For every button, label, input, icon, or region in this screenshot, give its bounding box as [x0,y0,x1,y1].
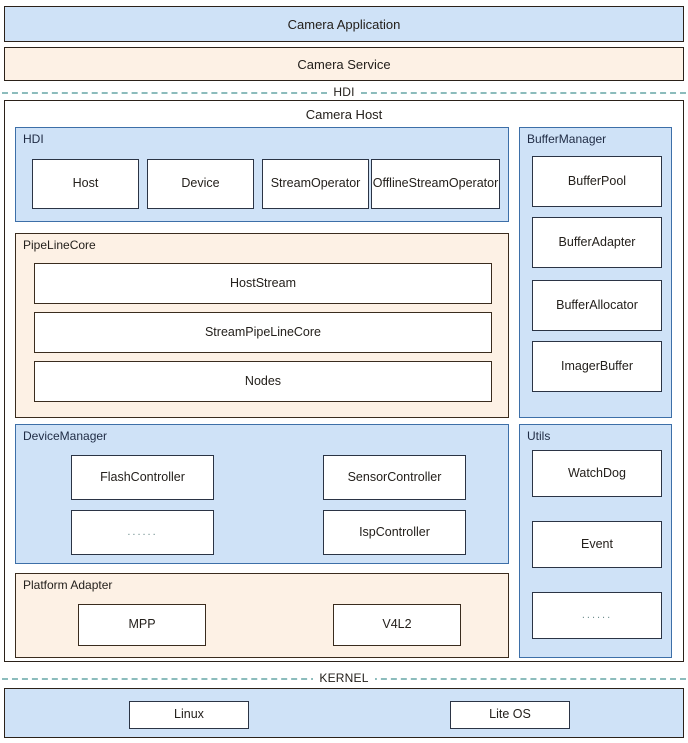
node-device[interactable]: Device [147,159,254,209]
node-nodes[interactable]: Nodes [34,361,492,402]
node-mpp-label: MPP [128,617,156,632]
node-offlinestreamoperator-label: OfflineStreamOperator [372,176,499,191]
divider-hdi: HDI [0,84,688,100]
node-hoststream[interactable]: HostStream [34,263,492,304]
node-streamoperator-label: StreamOperator [270,176,361,191]
node-linux[interactable]: Linux [129,701,249,729]
node-bufferallocator[interactable]: BufferAllocator [532,280,662,331]
group-devicemanager: DeviceManager FlashController SensorCont… [15,424,509,564]
node-imagerbuffer[interactable]: ImagerBuffer [532,341,662,392]
group-platform-adapter: Platform Adapter MPP V4L2 [15,573,509,658]
group-hdi: HDI Host Device StreamOperator OfflineSt… [15,127,509,222]
node-host[interactable]: Host [32,159,139,209]
node-devicemanager-more[interactable]: ...... [71,510,214,555]
group-devicemanager-label: DeviceManager [23,429,108,443]
node-utils-more-label: ...... [581,609,613,622]
group-utils-label: Utils [527,429,551,443]
group-hdi-label: HDI [23,132,44,146]
node-devicemanager-more-label: ...... [127,526,158,539]
node-ispcontroller[interactable]: IspController [323,510,466,555]
node-bufferadapter-label: BufferAdapter [558,234,636,249]
node-utils-more[interactable]: ...... [532,592,662,639]
group-buffermanager: BufferManager BufferPool BufferAdapter B… [519,127,672,418]
group-utils: Utils WatchDog Event ...... [519,424,672,658]
node-streamoperator[interactable]: StreamOperator [262,159,369,209]
layer-camera-application-label: Camera Application [287,16,401,32]
node-bufferallocator-label: BufferAllocator [556,297,638,312]
node-sensorcontroller[interactable]: SensorController [323,455,466,500]
node-offlinestreamoperator[interactable]: OfflineStreamOperator [371,159,500,209]
node-event[interactable]: Event [532,521,662,568]
group-pipelinecore-label: PipeLineCore [23,238,96,252]
node-device-label: Device [181,176,220,191]
node-bufferpool-label: BufferPool [567,173,627,188]
layer-camera-service: Camera Service [4,47,684,81]
layer-camera-service-label: Camera Service [297,56,391,72]
layer-camera-application: Camera Application [4,6,684,42]
camera-host-frame: Camera Host HDI Host Device StreamOperat… [4,100,684,662]
node-sensorcontroller-label: SensorController [347,469,442,484]
node-linux-label: Linux [174,707,204,722]
node-watchdog[interactable]: WatchDog [532,450,662,497]
node-hoststream-label: HostStream [230,275,296,290]
node-streampipelinecore[interactable]: StreamPipeLineCore [34,312,492,353]
node-host-label: Host [72,176,99,191]
divider-kernel-label: KERNEL [313,671,375,685]
group-platform-adapter-label: Platform Adapter [23,578,113,592]
node-ispcontroller-label: IspController [359,524,430,539]
node-flashcontroller-label: FlashController [100,469,185,484]
group-pipelinecore: PipeLineCore HostStream StreamPipeLineCo… [15,233,509,418]
camera-host-title: Camera Host [305,107,383,122]
node-imagerbuffer-label: ImagerBuffer [560,358,634,373]
node-watchdog-label: WatchDog [568,465,626,480]
node-v4l2[interactable]: V4L2 [333,604,461,646]
node-nodes-label: Nodes [244,373,282,388]
layer-kernel: Linux Lite OS [4,688,684,738]
node-bufferpool[interactable]: BufferPool [532,156,662,207]
node-event-label: Event [581,536,613,551]
node-lite-os-label: Lite OS [489,707,531,722]
node-lite-os[interactable]: Lite OS [450,701,570,729]
divider-hdi-label: HDI [327,85,361,99]
group-buffermanager-label: BufferManager [527,132,607,146]
node-mpp[interactable]: MPP [78,604,206,646]
node-v4l2-label: V4L2 [382,617,412,632]
node-streampipelinecore-label: StreamPipeLineCore [204,324,322,339]
divider-kernel: KERNEL [0,670,688,686]
node-flashcontroller[interactable]: FlashController [71,455,214,500]
node-bufferadapter[interactable]: BufferAdapter [532,217,662,268]
